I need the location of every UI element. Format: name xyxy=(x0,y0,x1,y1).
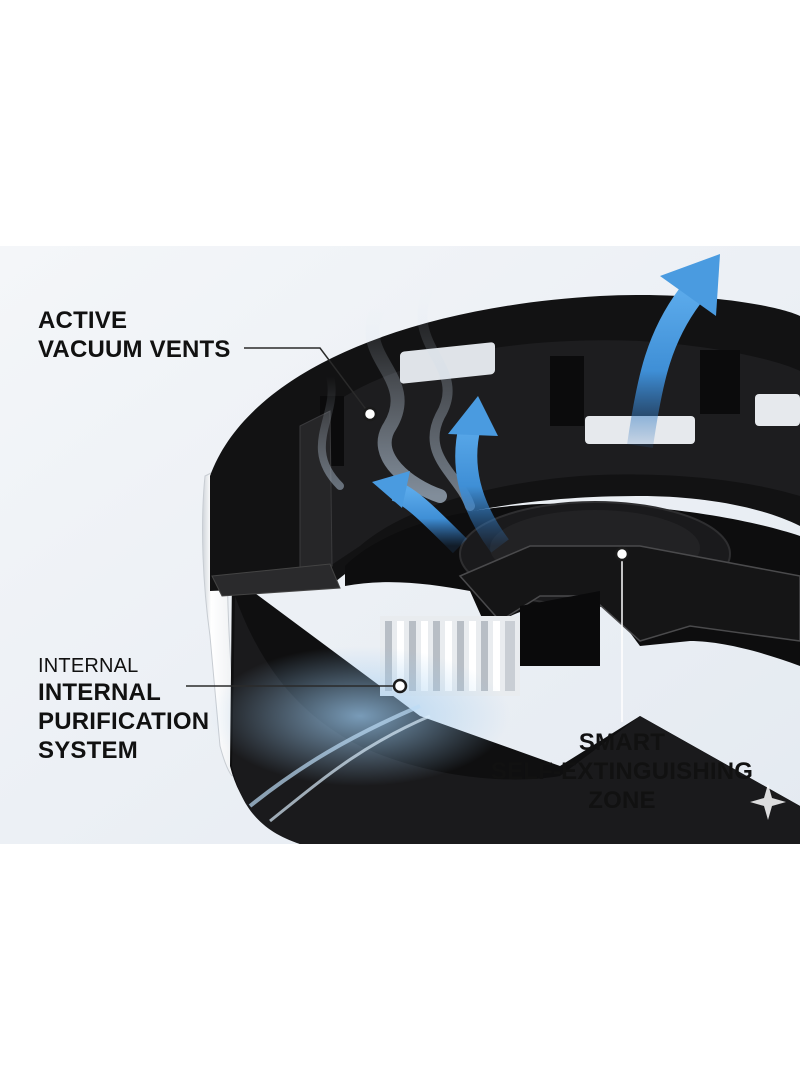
vent-fin xyxy=(550,356,584,426)
tray-floor-cut xyxy=(211,563,341,597)
airflow-glow xyxy=(210,646,510,786)
label-internal-purification-system: INTERNAL INTERNAL PURIFICATION SYSTEM xyxy=(38,654,209,765)
callout-line-vents xyxy=(244,347,369,413)
arrow-up-icon xyxy=(448,396,509,553)
label-line: INTERNAL xyxy=(38,679,161,706)
label-smart-self-extinguishing-zone: SMART SELF-EXTINGUISHING ZONE xyxy=(480,728,764,815)
label-line-thin: INTERNAL xyxy=(38,655,139,677)
label-line: SYSTEM xyxy=(38,737,138,764)
zone-cut-section xyxy=(458,545,800,642)
label-line: ZONE xyxy=(588,787,656,814)
callout-dot-icon xyxy=(392,678,408,694)
vent-fin xyxy=(700,350,740,414)
label-active-vacuum-vents: ACTIVE VACUUM VENTS xyxy=(38,306,231,364)
callout-dot-icon xyxy=(614,546,630,562)
smoke-wisp xyxy=(417,281,475,511)
tray-wall-cut xyxy=(299,410,333,577)
label-line: ACTIVE xyxy=(38,307,128,334)
product-cutaway-scene xyxy=(0,246,800,844)
vent-window xyxy=(400,342,495,384)
label-line: PURIFICATION xyxy=(38,708,210,735)
zone-core xyxy=(520,591,600,666)
cutaway-illustration xyxy=(0,246,800,844)
sparkle-icon xyxy=(750,784,786,820)
label-line: SMART xyxy=(578,729,666,756)
arrow-up-icon xyxy=(372,471,468,554)
arrow-up-icon xyxy=(627,254,720,448)
vent-window xyxy=(755,394,800,426)
label-line: VACUUM VENTS xyxy=(38,336,231,363)
label-line: SELF-EXTINGUISHING xyxy=(490,758,754,785)
smoke-wisp xyxy=(317,372,344,490)
callout-dot-icon xyxy=(362,406,378,422)
